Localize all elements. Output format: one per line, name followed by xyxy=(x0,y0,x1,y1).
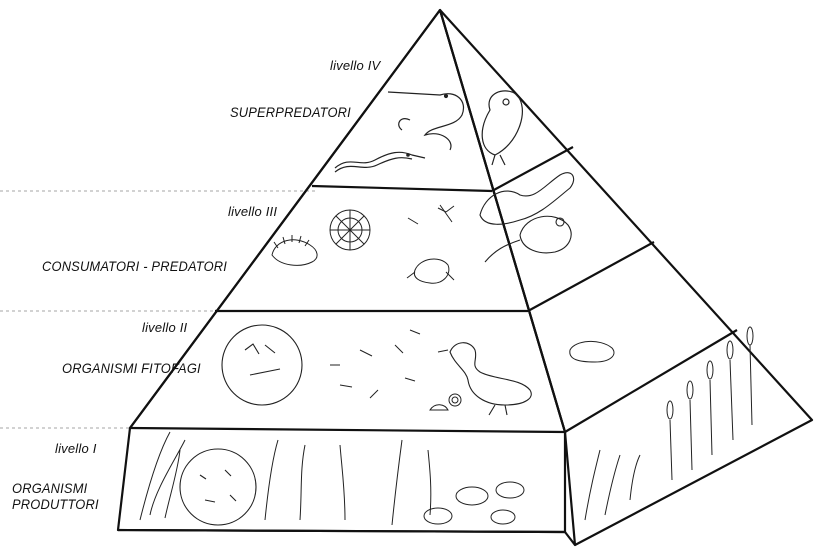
snail-icon xyxy=(430,394,461,410)
bird-icon xyxy=(480,173,574,225)
pyramid-outline xyxy=(118,10,812,545)
level-1-label: livello I xyxy=(55,441,97,456)
level-1-name-line1: ORGANISMI xyxy=(12,480,87,496)
mouse-icon xyxy=(485,216,571,262)
level-2-name: ORGANISMI FITOFAGI xyxy=(62,360,201,376)
frog-icon xyxy=(407,259,454,283)
level-3-name: CONSUMATORI - PREDATORI xyxy=(42,258,227,274)
side-plants-icon xyxy=(585,450,640,520)
duck-icon xyxy=(438,343,531,415)
level-2-label: livello II xyxy=(142,320,187,335)
side-mouse-icon xyxy=(570,341,614,362)
water-lily-icon xyxy=(424,482,524,524)
level-4-label: livello IV xyxy=(330,58,380,73)
grass-icon xyxy=(140,432,185,520)
microscope-circle-icon xyxy=(222,325,302,405)
level-4-name: SUPERPREDATORI xyxy=(230,104,351,120)
spider-web-icon xyxy=(330,210,370,250)
microscope-circle-icon-2 xyxy=(180,449,256,525)
level-1-name-line2: PRODUTTORI xyxy=(12,496,99,512)
hedgehog-icon xyxy=(272,235,317,265)
snake-icon xyxy=(335,152,425,172)
dragonfly-icon xyxy=(408,205,454,224)
insects-icon xyxy=(330,330,420,398)
owl-icon xyxy=(482,91,522,165)
plant-stems-icon xyxy=(265,440,431,525)
heron-icon xyxy=(388,92,463,150)
level-3-label: livello III xyxy=(228,204,277,219)
